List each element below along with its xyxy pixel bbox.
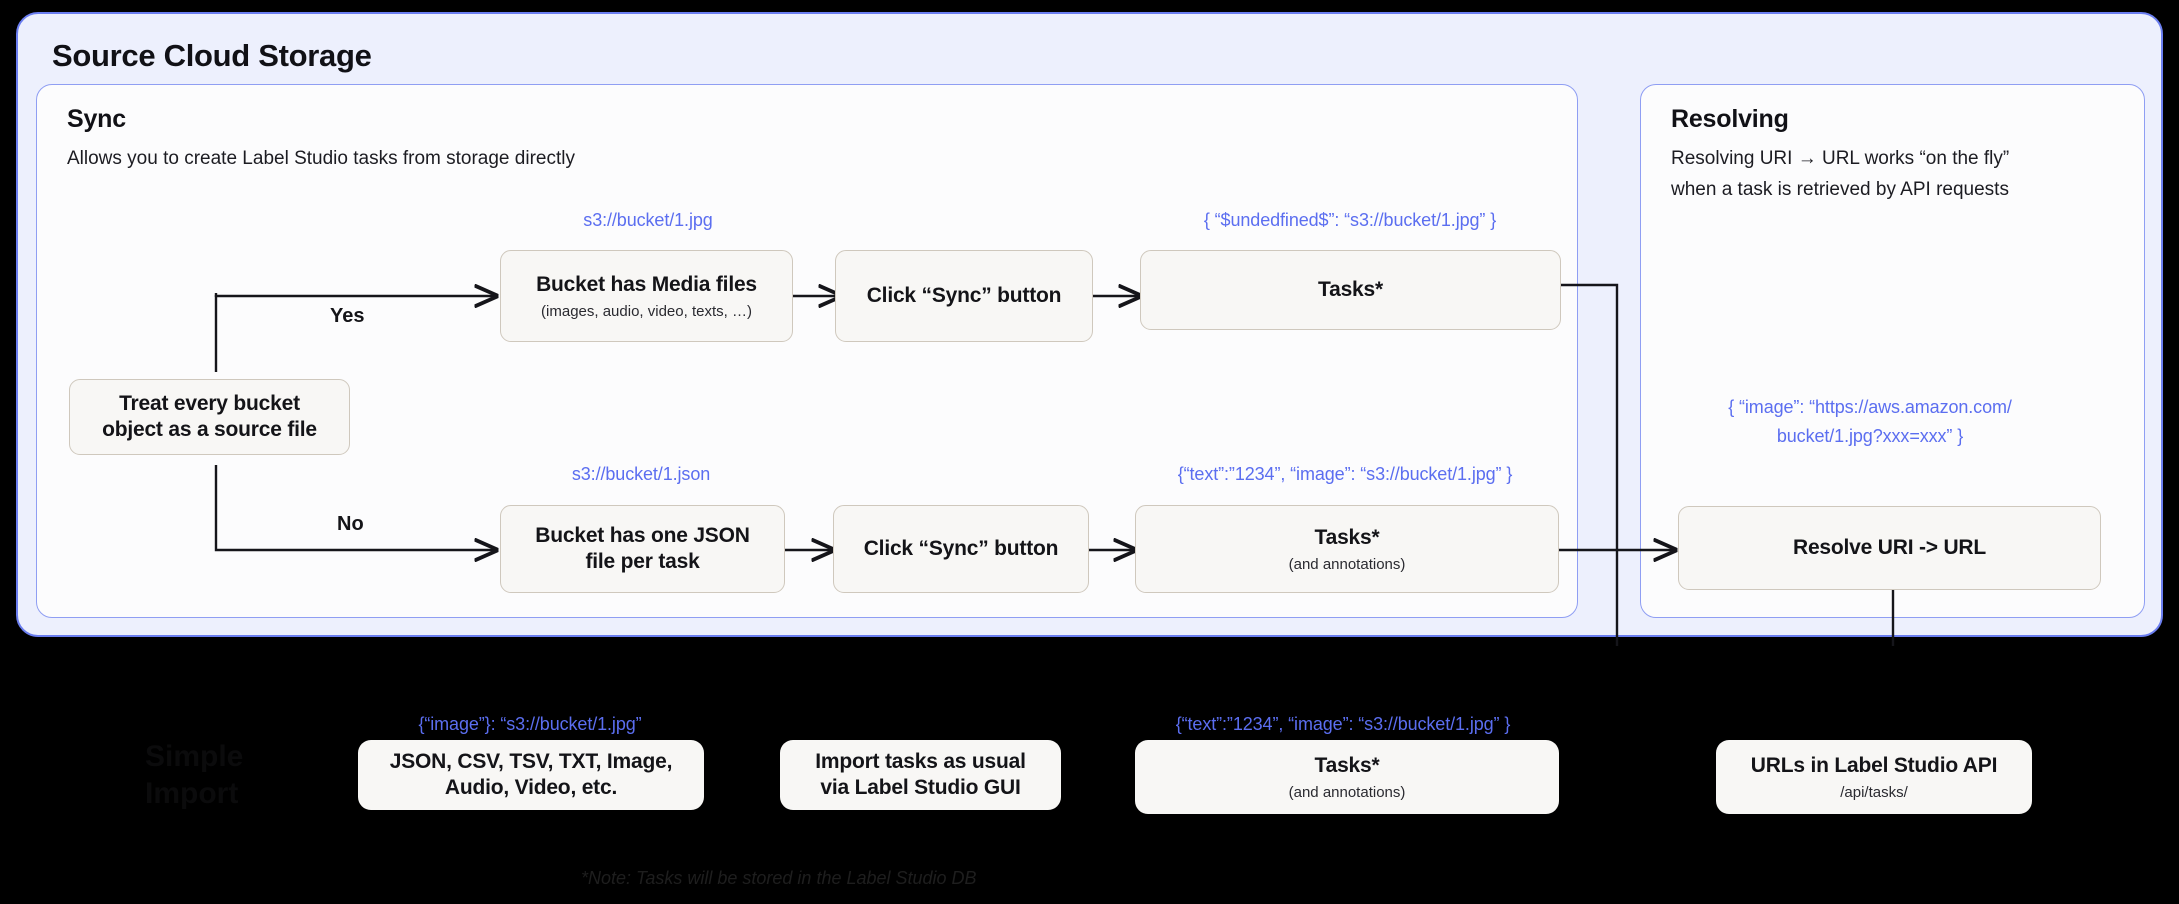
node-click-sync-button-yes-label: Click “Sync” button [866, 284, 1062, 307]
node-tasks-bottom-label: Tasks* [1314, 753, 1380, 777]
node-tasks-no[interactable]: Tasks* (and annotations) [1135, 505, 1559, 593]
node-tasks-bottom[interactable]: Tasks* (and annotations) [1135, 740, 1559, 814]
yes-branch-task-json-label: { “$undedfined$”: “s3://bucket/1.jpg” } [1203, 210, 1497, 230]
node-click-sync-button-no-label: Click “Sync” button [863, 537, 1059, 560]
branch-label-yes: Yes [330, 305, 365, 327]
panel-title: Source Cloud Storage [52, 38, 372, 73]
sync-card-title: Sync [67, 105, 126, 133]
node-resolve-uri-to-url-label: Resolve URI -> URL [1792, 536, 1987, 559]
node-click-sync-button-yes[interactable]: Click “Sync” button [835, 250, 1093, 342]
node-bucket-has-media-files-label: Bucket has Media files [536, 272, 757, 296]
node-import-tasks-via-gui[interactable]: Import tasks as usual via Label Studio G… [780, 740, 1061, 810]
node-tasks-no-sublabel: (and annotations) [1288, 555, 1406, 573]
node-urls-in-label-studio-api-label: URLs in Label Studio API [1750, 753, 1998, 777]
node-tasks-yes[interactable]: Tasks* [1140, 250, 1561, 330]
decision-node-label: Treat every bucket object as a source fi… [102, 392, 317, 441]
branch-label-no: No [337, 513, 364, 535]
node-source-file-formats[interactable]: JSON, CSV, TSV, TXT, Image, Audio, Video… [358, 740, 704, 810]
resolving-url-label: { “image”: “https://aws.amazon.com/ buck… [1728, 397, 2012, 446]
resolving-card-subtitle: Resolving URI → URL works “on the fly” w… [1671, 148, 2010, 200]
bottom-tasks-json-label: {“text”:”1234”, “image”: “s3://bucket/1.… [1175, 714, 1511, 734]
node-bucket-has-json-per-task-label: Bucket has one JSON file per task [535, 524, 750, 573]
decision-node-treat-bucket-object[interactable]: Treat every bucket object as a source fi… [69, 379, 350, 455]
node-source-file-formats-label: JSON, CSV, TSV, TXT, Image, Audio, Video… [389, 750, 673, 799]
node-tasks-yes-label: Tasks* [1318, 278, 1383, 301]
node-import-tasks-via-gui-label: Import tasks as usual via Label Studio G… [815, 750, 1026, 799]
node-tasks-bottom-sublabel: (and annotations) [1288, 783, 1406, 801]
node-tasks-no-label: Tasks* [1314, 525, 1380, 549]
no-branch-task-json-label: {“text”:”1234”, “image”: “s3://bucket/1.… [1177, 464, 1513, 484]
footnote-tasks-storage: *Note: Tasks will be stored in the Label… [581, 868, 977, 888]
simple-import-section-label: Simple Import [145, 740, 244, 810]
sync-card-subtitle: Allows you to create Label Studio tasks … [67, 148, 575, 169]
bottom-source-json-label: {“image”}: “s3://bucket/1.jpg” [418, 714, 642, 734]
resolving-card-title: Resolving [1671, 105, 1789, 133]
node-urls-in-label-studio-api[interactable]: URLs in Label Studio API /api/tasks/ [1716, 740, 2032, 814]
no-branch-uri-label: s3://bucket/1.json [571, 464, 711, 484]
node-urls-in-label-studio-api-sublabel: /api/tasks/ [1840, 783, 1908, 801]
node-bucket-has-media-files-sublabel: (images, audio, video, texts, …) [541, 302, 752, 320]
yes-branch-uri-label: s3://bucket/1.jpg [583, 210, 713, 230]
node-click-sync-button-no[interactable]: Click “Sync” button [833, 505, 1089, 593]
node-bucket-has-json-per-task[interactable]: Bucket has one JSON file per task [500, 505, 785, 593]
node-bucket-has-media-files[interactable]: Bucket has Media files (images, audio, v… [500, 250, 793, 342]
node-resolve-uri-to-url[interactable]: Resolve URI -> URL [1678, 506, 2101, 590]
